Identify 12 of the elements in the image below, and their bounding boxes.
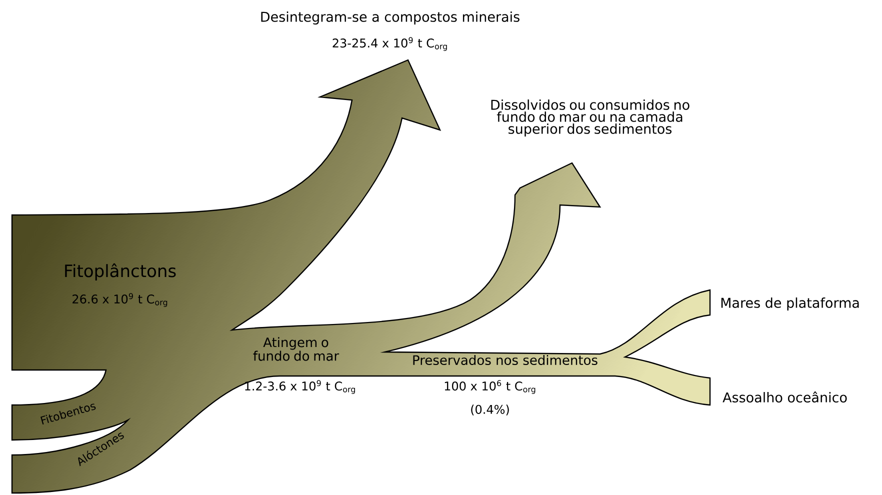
flow-label: Desintegram-se a compostos minerais [261, 11, 520, 25]
flow-value: 23-25.4 x 10$^{9}$ t C$_{org}$ [332, 37, 447, 51]
flow-label: Fitoplânctons [65, 263, 176, 281]
flow-label: Preservados nos sedimentos [413, 354, 598, 366]
flow-value: 1.2-3.6 x 10$^{9}$ t C$_{org}$ [245, 380, 355, 394]
flow-label: Mares de plataforma [721, 297, 859, 311]
flow-label: Atingem o fundo do mar [253, 337, 340, 361]
flow-value: (0.4%) [471, 404, 509, 416]
flow-label: Assoalho oceânico [722, 392, 847, 402]
flow-label: Dissolvidos ou consumidos no fundo do mar ou na camada superior dos sedimentos [491, 99, 690, 137]
flow-value: 100 x 10$^{6}$ t C$_{org}$ [444, 380, 536, 394]
flow-value: 26.6 x 10$^{9}$ t C$_{org}$ [72, 293, 168, 307]
